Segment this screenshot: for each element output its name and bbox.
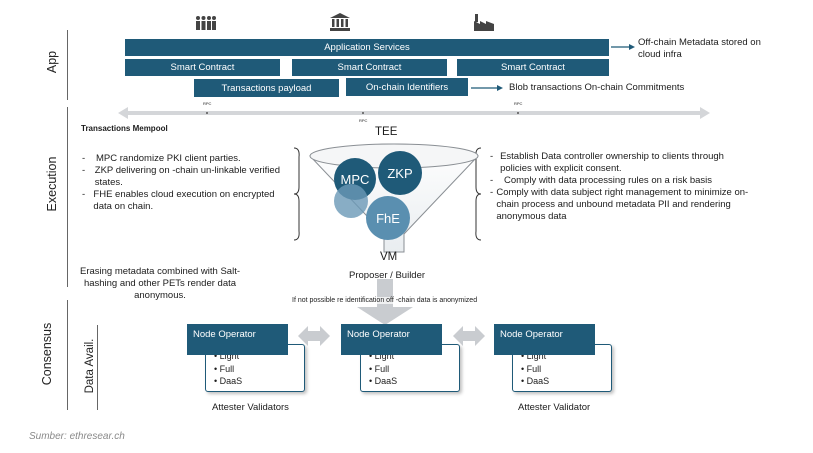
node-operator-1-title: Node Operator (187, 324, 288, 355)
node-1-item-daas: • DaaS (214, 376, 243, 386)
section-label-consensus: Consensus (40, 322, 54, 386)
left-bracket (293, 147, 300, 241)
left-point-1: MPC randomize PKI client parties. (96, 153, 241, 164)
node-3-caption: Attester Validator (518, 402, 591, 413)
node-3-item-light: • Light (521, 351, 547, 361)
left-point-2: ZKP delivering on -chain un-linkable ver… (94, 165, 280, 188)
offchain-arrow-icon (611, 44, 635, 50)
bank-icon (330, 13, 350, 31)
offchain-metadata-note: Off-chain Metadata stored on cloud infra (638, 37, 761, 60)
execution-divider (67, 107, 68, 287)
section-label-app: App (45, 50, 59, 74)
zkp-circle: ZKP (378, 151, 422, 195)
factory-icon (474, 14, 494, 31)
mpc-zkp-gap-circle (334, 184, 368, 218)
zkp-label: ZKP (387, 165, 413, 181)
node-operator-2-title: Node Operator (341, 324, 442, 355)
fhe-label: FhE (376, 210, 400, 226)
smart-contract-box-1: Smart Contract (125, 59, 280, 76)
node-3-item-daas: • DaaS (521, 376, 550, 386)
right-point-1: Establish Data controller ownership to c… (500, 151, 724, 174)
right-point-3: Comply with data subject right managemen… (496, 187, 749, 222)
section-label-data-avail: Data Avail. (84, 338, 96, 394)
reidentification-note: If not possible re identification off -c… (292, 297, 478, 304)
node-operator-3-title: Node Operator (494, 324, 595, 355)
people-icon (196, 16, 216, 30)
consensus-divider (67, 300, 68, 410)
node-2-item-light: • Light (369, 351, 395, 361)
mpc-label: MPC (340, 171, 370, 187)
application-services-bar: Application Services (125, 39, 609, 56)
rpc-label-1: RPC (203, 101, 212, 106)
left-points-list: -MPC randomize PKI client parties. -ZKP … (82, 153, 292, 213)
transactions-mempool-label: Transactions Mempool (81, 124, 168, 133)
fhe-circle: FhE (366, 196, 410, 240)
rpc-label-3: RPC (514, 101, 523, 106)
left-point-3: FHE enables cloud execution on encrypted… (93, 189, 275, 212)
node-1-2-double-arrow (298, 326, 330, 346)
section-label-execution: Execution (45, 156, 59, 212)
rpc-label-2: RPC (359, 118, 368, 123)
onchain-identifiers-box: On-chain Identifiers (346, 78, 468, 96)
data-avail-divider (97, 325, 98, 410)
tee-label: TEE (375, 126, 398, 138)
proposer-builder-label: Proposer / Builder (349, 270, 426, 281)
node-3-item-full: • Full (521, 363, 542, 374)
right-points-list: -Establish Data controller ownership to … (490, 151, 749, 222)
right-point-2: Comply with data processing rules on a r… (504, 175, 713, 186)
blob-transactions-note: Blob transactions On-chain Commitments (509, 82, 685, 93)
blob-arrow-icon (471, 85, 503, 91)
app-divider (67, 30, 68, 100)
rpc-double-arrow (118, 107, 710, 119)
node-1-caption: Attester Validators (212, 402, 289, 413)
vm-label: VM (380, 251, 398, 263)
node-2-3-double-arrow (453, 326, 485, 346)
smart-contract-box-2: Smart Contract (292, 59, 447, 76)
node-2-item-full: • Full (369, 363, 390, 374)
transactions-payload-box: Transactions payload (194, 79, 339, 97)
erasing-metadata-note: Erasing metadata combined with Salt-hash… (80, 266, 240, 301)
node-1-item-full: • Full (214, 363, 235, 374)
source-caption: Sumber: ethresear.ch (29, 431, 125, 442)
node-1-item-light: • Light (214, 351, 240, 361)
node-2-item-daas: • DaaS (369, 376, 398, 386)
smart-contract-box-3: Smart Contract (457, 59, 609, 76)
